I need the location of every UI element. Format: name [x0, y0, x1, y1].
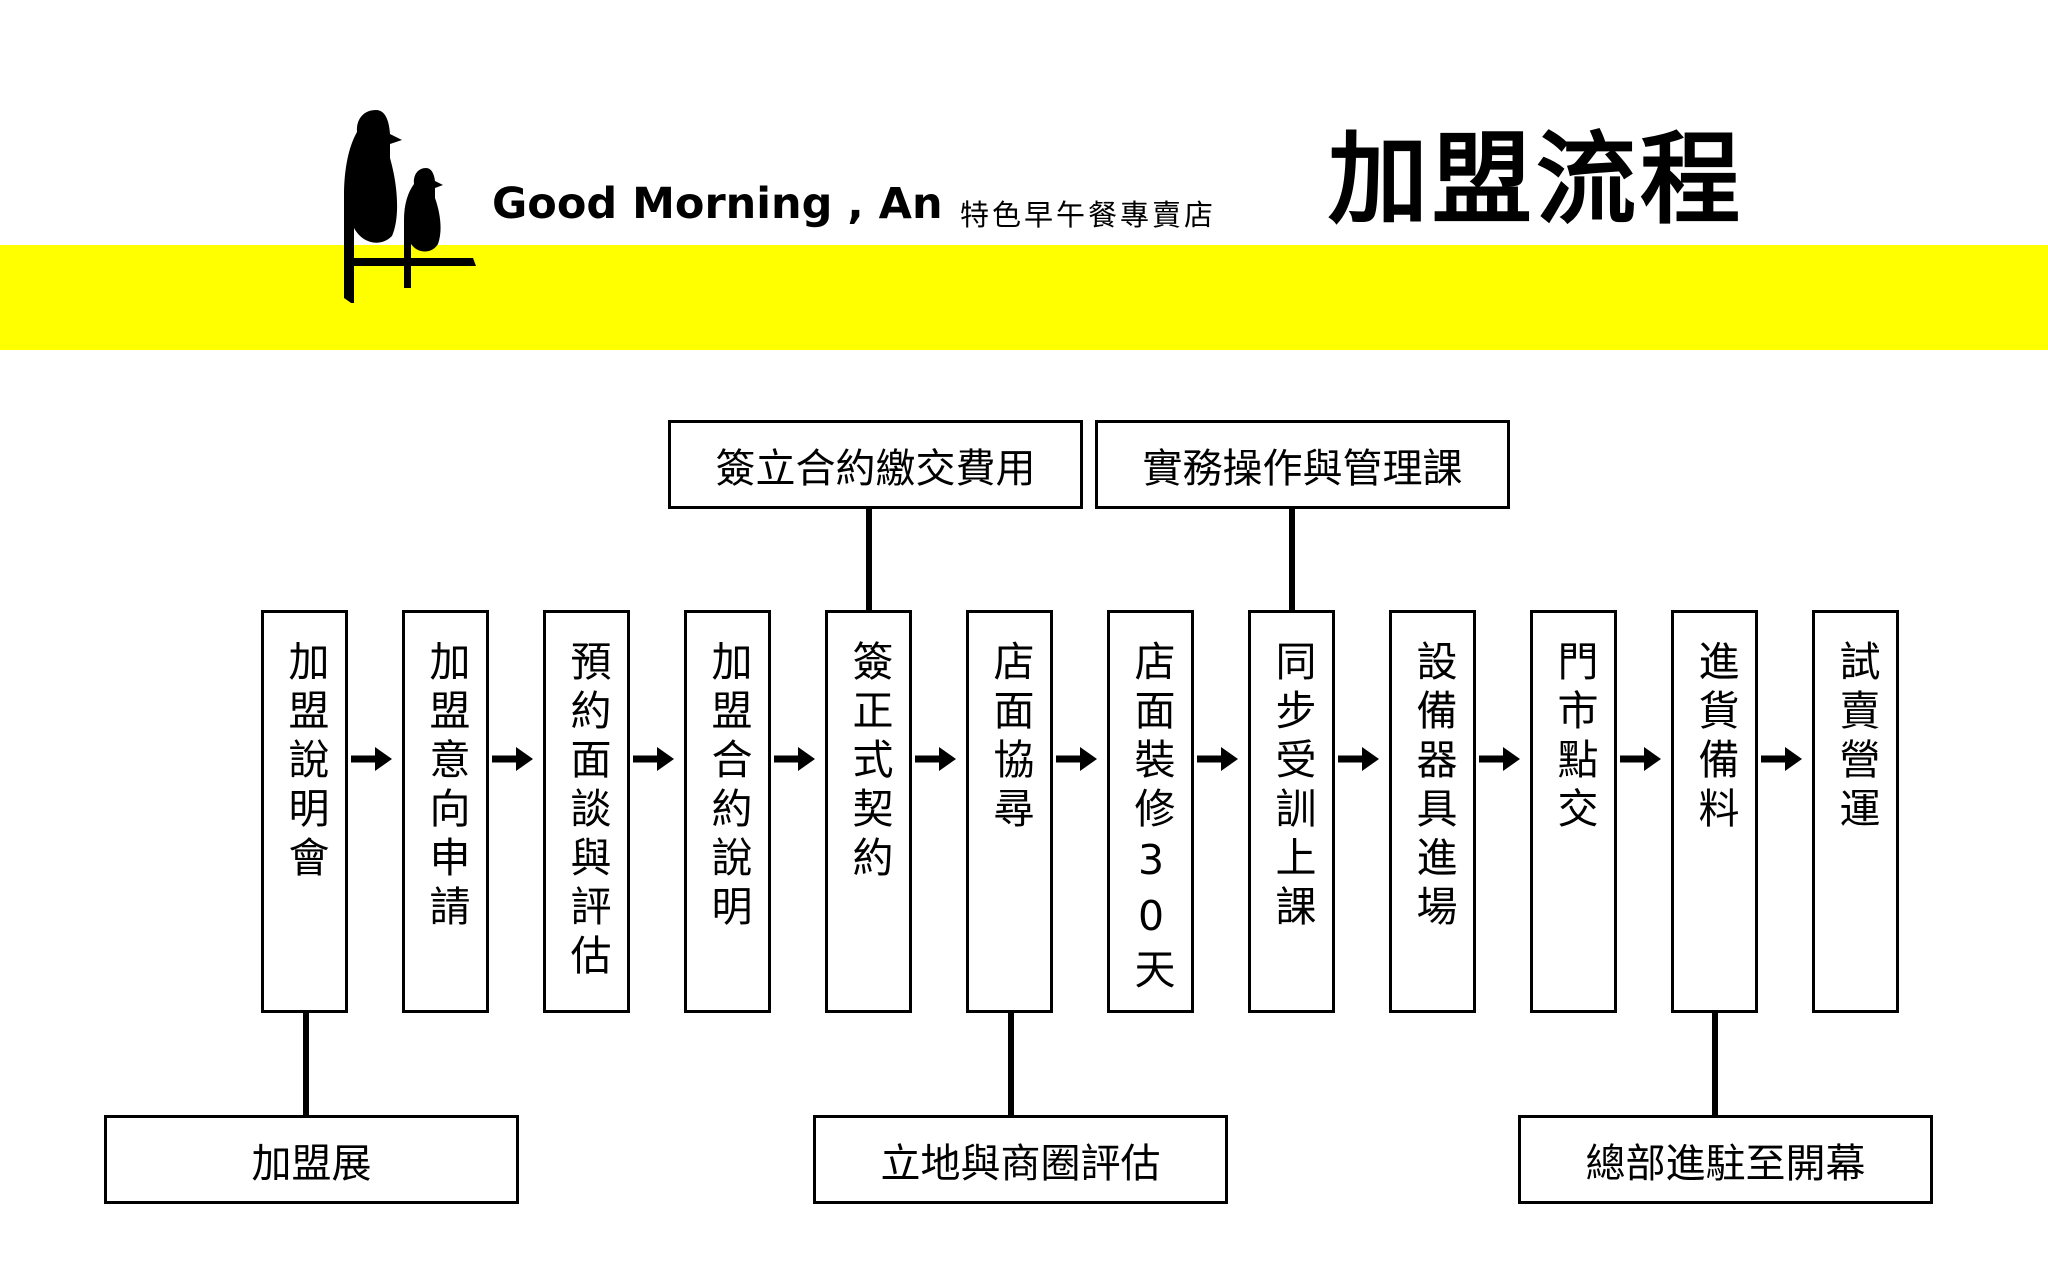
flow-step: 試賣營運 — [1812, 610, 1899, 1013]
top-note-training-course: 實務操作與管理課 — [1095, 420, 1510, 509]
flow-step: 加盟意向申請 — [402, 610, 489, 1013]
flow-step-label: 加盟意向申請 — [422, 640, 470, 934]
flow-step: 店面裝修30天 — [1107, 610, 1194, 1013]
arrow-right-icon — [375, 747, 392, 771]
flow-step-label: 同步受訓上課 — [1268, 640, 1316, 934]
flow-step: 加盟說明會 — [261, 610, 348, 1013]
yellow-header-band — [0, 245, 2048, 350]
step-arrows — [351, 747, 1802, 771]
arrow-right-icon — [1221, 747, 1238, 771]
flow-step: 預約面談與評估 — [543, 610, 630, 1013]
arrow-right-icon — [1785, 747, 1802, 771]
brand-name: Good Morning , An — [492, 179, 943, 229]
top-note-contract-fee: 簽立合約繳交費用 — [668, 420, 1083, 509]
arrow-right-icon — [939, 747, 956, 771]
flow-step: 進貨備料 — [1671, 610, 1758, 1013]
arrow-right-icon — [1503, 747, 1520, 771]
flow-step-label: 預約面談與評估 — [563, 640, 611, 983]
flow-step-label: 進貨備料 — [1691, 640, 1739, 836]
bottom-note-franchise-expo: 加盟展 — [104, 1115, 519, 1204]
arrow-right-icon — [1362, 747, 1379, 771]
flow-step-label: 加盟說明會 — [281, 640, 329, 885]
bottom-note-site-evaluation: 立地與商圈評估 — [813, 1115, 1228, 1204]
arrow-right-icon — [798, 747, 815, 771]
brand-tagline: 特色早午餐專賣店 — [960, 198, 1217, 232]
arrow-right-icon — [516, 747, 533, 771]
flow-step-label: 設備器具進場 — [1409, 640, 1457, 934]
flow-step: 加盟合約說明 — [684, 610, 771, 1013]
flow-step: 店面協尋 — [966, 610, 1053, 1013]
arrow-right-icon — [1644, 747, 1661, 771]
bottom-note-hq-onsite: 總部進駐至開幕 — [1518, 1115, 1933, 1204]
flow-step: 同步受訓上課 — [1248, 610, 1335, 1013]
flow-step-label: 簽正式契約 — [845, 640, 893, 885]
flow-step-label: 門市點交 — [1550, 640, 1598, 836]
flow-step: 簽正式契約 — [825, 610, 912, 1013]
arrow-right-icon — [657, 747, 674, 771]
flow-step-label: 試賣營運 — [1832, 640, 1880, 836]
page-title: 加盟流程 — [1328, 121, 1744, 238]
flow-step: 門市點交 — [1530, 610, 1617, 1013]
arrow-right-icon — [1080, 747, 1097, 771]
flow-step-label: 店面協尋 — [986, 640, 1034, 836]
flow-step: 設備器具進場 — [1389, 610, 1476, 1013]
flow-step-label: 加盟合約說明 — [704, 640, 752, 934]
birds-logo-icon — [344, 110, 476, 303]
flow-step-label: 店面裝修30天 — [1127, 640, 1175, 997]
